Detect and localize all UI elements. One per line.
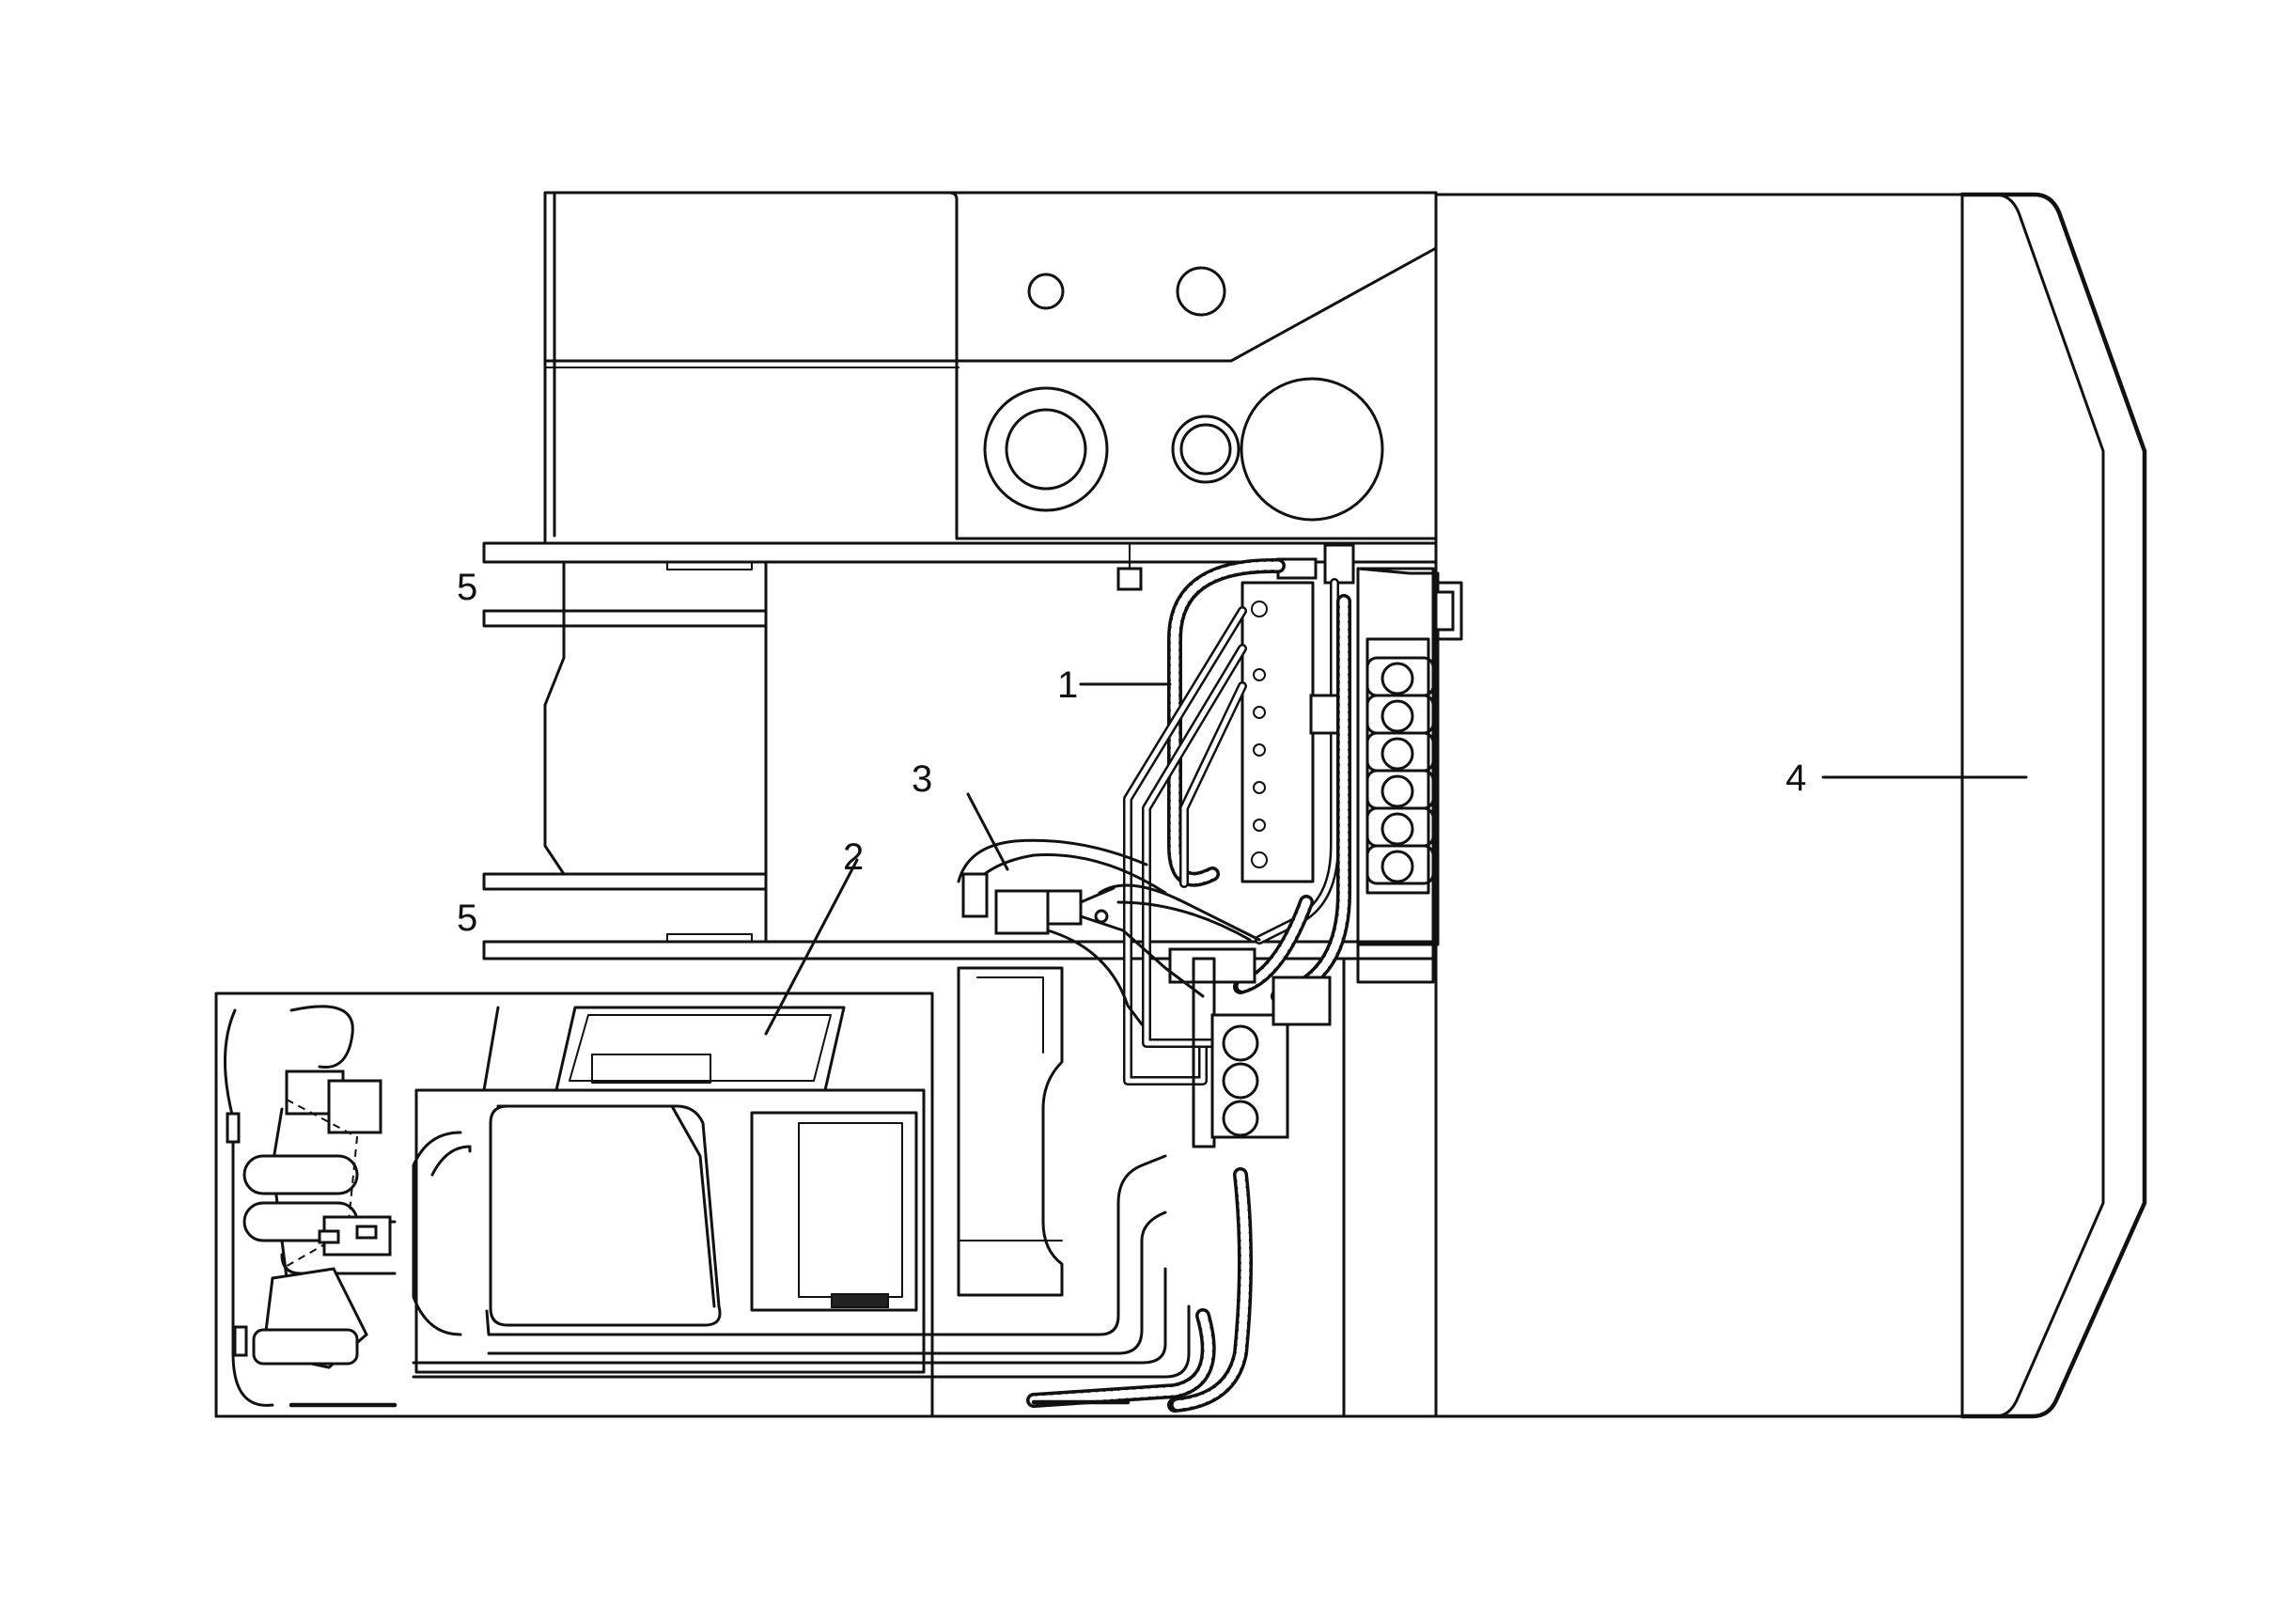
callout-1: 1 [1057,664,1078,706]
leader-lines [764,682,2028,1036]
callout-5-top: 5 [457,567,477,608]
crossbars [482,541,1438,960]
cylinder-bank [1356,567,1455,946]
top-frame [543,191,1438,545]
pipe-runs [280,1131,1253,1413]
callout-2: 2 [843,836,864,878]
lower-compartment [214,957,1438,1418]
callout-4: 4 [1786,757,1806,799]
small-valve [957,838,1261,1026]
pedal-group [223,1005,392,1407]
callout-3: 3 [912,758,932,800]
callout-5-bottom: 5 [457,898,477,939]
right-panel [1434,192,2147,1419]
